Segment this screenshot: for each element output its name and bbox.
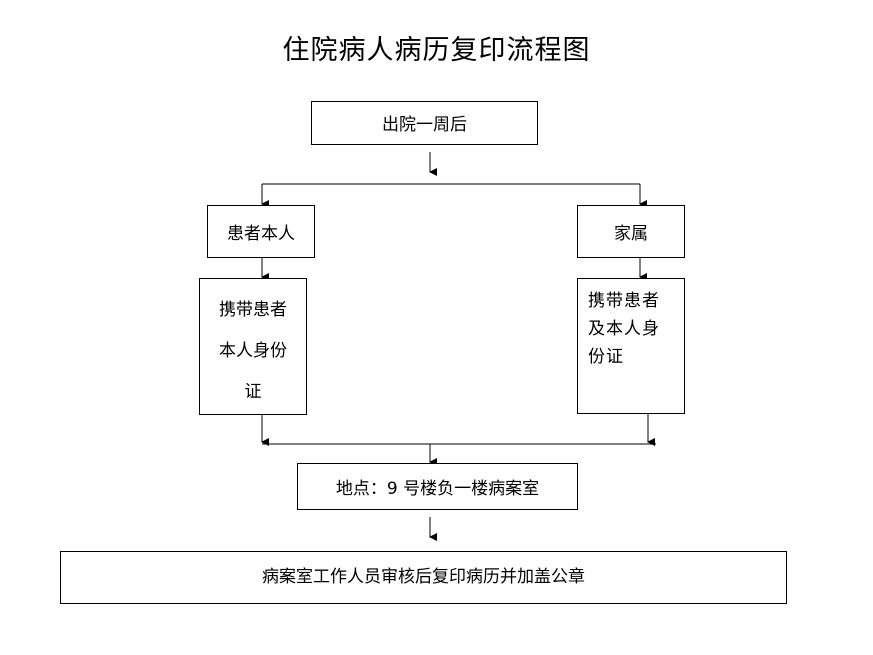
final-step-label: 病案室工作人员审核后复印病历并加盖公章 — [262, 567, 585, 587]
page-title: 住院病人病历复印流程图 — [282, 35, 591, 66]
location-label: 地点：9 号楼负一楼病案室 — [335, 479, 540, 499]
discharge-node: 出院一周后 — [311, 101, 538, 145]
family-node: 家属 — [577, 205, 685, 258]
patient-id-line: 本人身份 — [219, 341, 287, 361]
final-step-node: 病案室工作人员审核后复印病历并加盖公章 — [60, 551, 787, 604]
discharge-label: 出院一周后 — [382, 115, 467, 135]
family-id-line: 及本人身 — [588, 319, 660, 339]
family-label: 家属 — [614, 224, 648, 244]
patient-id-line: 证 — [244, 382, 262, 402]
patient-node: 患者本人 — [207, 205, 315, 258]
location-node: 地点：9 号楼负一楼病案室 — [297, 463, 578, 510]
family-id-line: 份证 — [588, 347, 624, 367]
family-id-line: 携带患者 — [588, 291, 660, 311]
patient-id-node: 携带患者 本人身份 证 — [199, 278, 307, 415]
family-id-node: 携带患者 及本人身 份证 — [577, 278, 685, 414]
patient-label: 患者本人 — [227, 224, 295, 244]
patient-id-line: 携带患者 — [219, 300, 287, 320]
